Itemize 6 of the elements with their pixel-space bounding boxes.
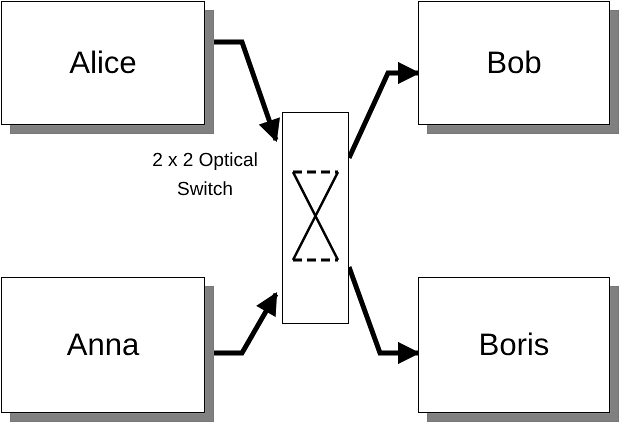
switch-box: [282, 112, 349, 324]
person-name: Alice: [69, 45, 137, 81]
person-name: Anna: [66, 327, 140, 363]
person-name: Bob: [486, 45, 542, 81]
person-name: Boris: [478, 327, 550, 363]
switch-label: 2 x 2 Optical Switch: [151, 149, 259, 202]
